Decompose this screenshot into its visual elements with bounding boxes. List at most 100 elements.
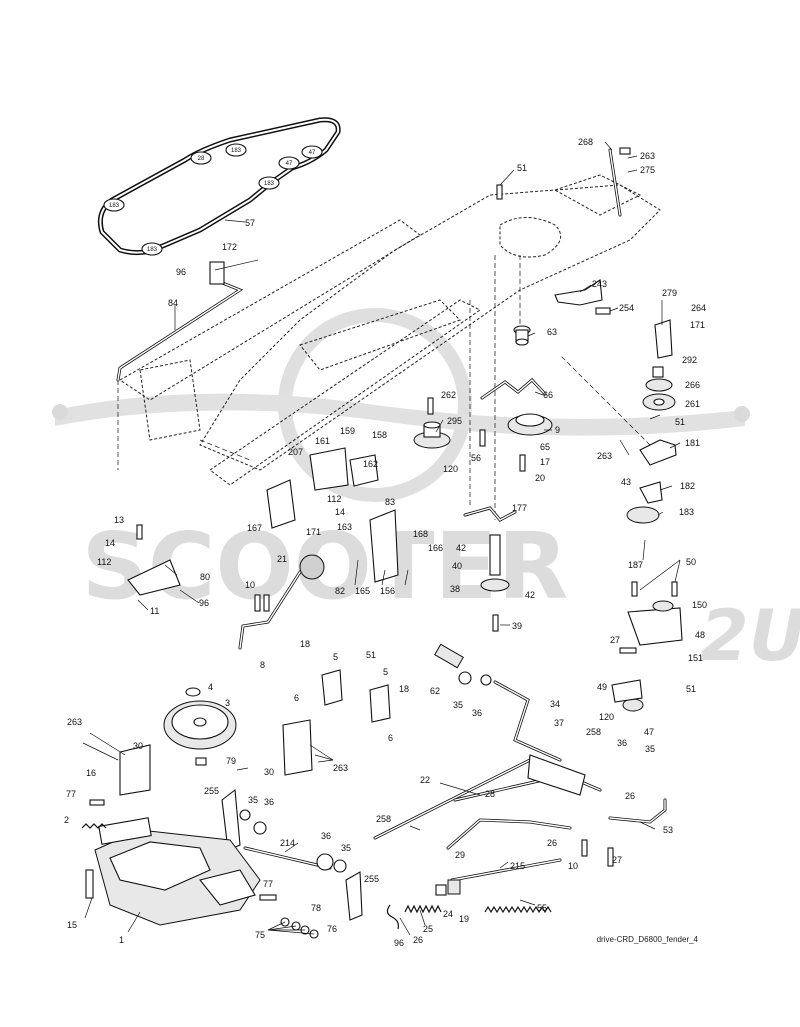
callout-label: 243 — [592, 279, 607, 289]
callout-label: 82 — [335, 586, 345, 596]
callout-label: 158 — [372, 430, 387, 440]
svg-text:47: 47 — [286, 161, 293, 167]
callout-label: 254 — [619, 303, 634, 313]
callout-label: 264 — [691, 303, 706, 313]
callout-label: 57 — [245, 218, 255, 228]
callout-label: 10 — [245, 580, 255, 590]
callout-label: 42 — [525, 590, 535, 600]
callout-label: 28 — [485, 789, 495, 799]
callout-label: 27 — [612, 855, 622, 865]
callout-label: 255 — [204, 786, 219, 796]
diagram-caption: drive-CRD_D6800_fender_4 — [597, 935, 699, 944]
callout-label: 63 — [547, 327, 557, 337]
callout-label: 266 — [685, 380, 700, 390]
callout-label: 295 — [447, 416, 462, 426]
bracket-part — [209, 261, 225, 285]
callout-label: 8 — [260, 660, 265, 670]
callout-label: 49 — [597, 682, 607, 692]
callout-label: 214 — [280, 838, 295, 848]
callout-label: 120 — [443, 464, 458, 474]
callout-label: 36 — [264, 797, 274, 807]
belt-pulley-tag: 183 — [258, 176, 280, 190]
parts — [81, 147, 683, 939]
callout-label: 77 — [263, 879, 273, 889]
callout-label: 9 — [555, 425, 560, 435]
callout-label: 183 — [679, 507, 694, 517]
callout-label: 84 — [168, 298, 178, 308]
callout-label: 51 — [686, 684, 696, 694]
callout-labels: 268 263 275 51 57 172 96 84 243 254 279 … — [64, 137, 707, 948]
callout-label: 96 — [176, 267, 186, 277]
callout-label: 36 — [617, 738, 627, 748]
chassis-frame — [117, 174, 661, 520]
drive-belt: 183 28 183 47 47 183 183 — [97, 117, 341, 256]
callout-label: 156 — [380, 586, 395, 596]
callout-label: 4 — [208, 682, 213, 692]
callout-label: 65 — [540, 442, 550, 452]
callout-label: 16 — [86, 768, 96, 778]
callout-label: 14 — [105, 538, 115, 548]
callout-label: 47 — [644, 727, 654, 737]
callout-label: 263 — [640, 151, 655, 161]
callout-label: 262 — [441, 390, 456, 400]
callout-label: 112 — [97, 557, 111, 567]
svg-text:183: 183 — [264, 181, 275, 187]
callout-label: 13 — [114, 515, 124, 525]
svg-text:47: 47 — [309, 150, 316, 156]
callout-label: 35 — [645, 744, 655, 754]
callout-label: 1 — [119, 935, 124, 945]
svg-text:183: 183 — [109, 203, 120, 209]
callout-label: 35 — [453, 700, 463, 710]
belt-pulley-tag: 183 — [103, 198, 125, 212]
callout-label: 34 — [550, 699, 560, 709]
callout-label: 5 — [333, 652, 338, 662]
callout-label: 21 — [277, 554, 287, 564]
callout-label: 11 — [150, 606, 159, 616]
callout-label: 258 — [376, 814, 391, 824]
callout-label: 48 — [695, 630, 705, 640]
callout-label: 112 — [327, 494, 341, 504]
callout-label: 182 — [680, 481, 695, 491]
callout-label: 120 — [599, 712, 614, 722]
callout-label: 55 — [537, 903, 547, 913]
callout-label: 18 — [399, 684, 409, 694]
callout-label: 35 — [248, 795, 258, 805]
callout-label: 207 — [288, 447, 303, 457]
callout-label: 24 — [443, 909, 453, 919]
callout-label: 162 — [363, 459, 378, 469]
callout-label: 96 — [199, 598, 209, 608]
callout-label: 187 — [628, 560, 643, 570]
callout-label: 255 — [364, 874, 379, 884]
callout-label: 26 — [625, 791, 635, 801]
callout-label: 62 — [430, 686, 440, 696]
callout-label: 6 — [388, 733, 393, 743]
callout-label: 171 — [306, 527, 321, 537]
callout-label: 261 — [685, 399, 700, 409]
callout-label: 159 — [340, 426, 355, 436]
callout-label: 15 — [67, 920, 77, 930]
callout-label: 22 — [420, 775, 430, 785]
callout-label: 30 — [133, 741, 143, 751]
callout-label: 50 — [686, 557, 696, 567]
callout-label: 171 — [690, 320, 705, 330]
callout-label: 268 — [578, 137, 593, 147]
callout-label: 177 — [512, 503, 527, 513]
callout-label: 168 — [413, 529, 428, 539]
callout-label: 5 — [383, 667, 388, 677]
callout-label: 167 — [247, 523, 262, 533]
callout-label: 18 — [300, 639, 310, 649]
callout-label: 29 — [455, 850, 465, 860]
callout-label: 26 — [547, 838, 557, 848]
callout-label: 96 — [394, 938, 404, 948]
belt-pulley-tag: 47 — [301, 145, 323, 159]
bolt-part — [619, 147, 631, 155]
callout-label: 40 — [452, 561, 462, 571]
callout-label: 66 — [543, 390, 553, 400]
svg-text:183: 183 — [231, 148, 242, 154]
callout-label: 215 — [510, 861, 525, 871]
callout-label: 279 — [662, 288, 677, 298]
belt-pulley-tag: 183 — [141, 242, 163, 256]
callout-label: 30 — [264, 767, 274, 777]
watermark-graphic: SCOOTER 2U — [52, 308, 800, 677]
